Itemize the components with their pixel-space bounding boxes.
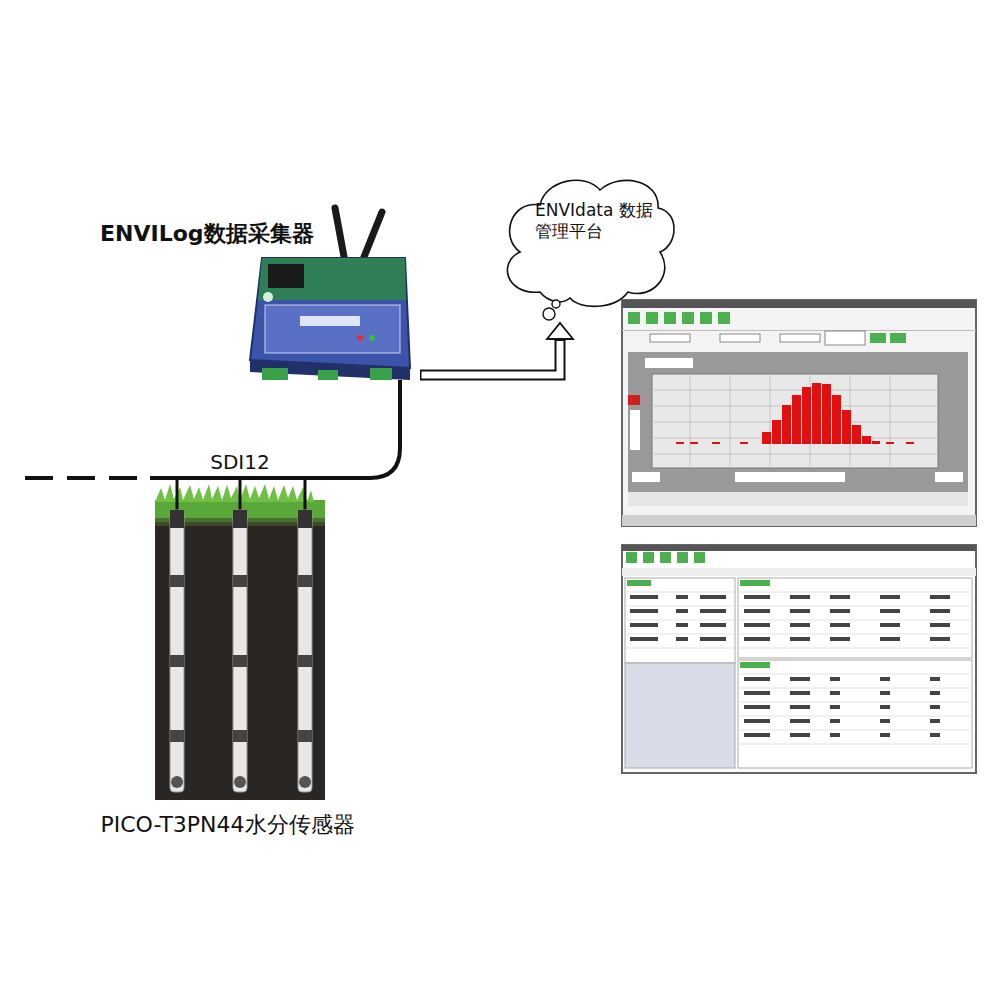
sensor-leads [177, 478, 305, 512]
node-label: ENVILog数据采集器 [100, 220, 314, 248]
bus-dash [25, 476, 140, 480]
sensor-group-node: PICO-T3PN44水分传感器 [75, 480, 380, 842]
table-screenshot [622, 545, 976, 773]
bus-label: SDI12 [207, 450, 272, 474]
connector [420, 323, 573, 375]
node-label: PICO-T3PN44水分传感器 [100, 811, 354, 839]
chart-screenshot [622, 300, 976, 526]
moisture-sensors [170, 510, 312, 792]
soil-section [155, 484, 325, 800]
connector [150, 380, 400, 478]
datalogger-node: ENVILog数据采集器 [95, 200, 415, 380]
node-label: ENVIdata 数据管理平台 [535, 200, 657, 243]
cloud-node: ENVIdata 数据管理平台 [505, 178, 670, 323]
